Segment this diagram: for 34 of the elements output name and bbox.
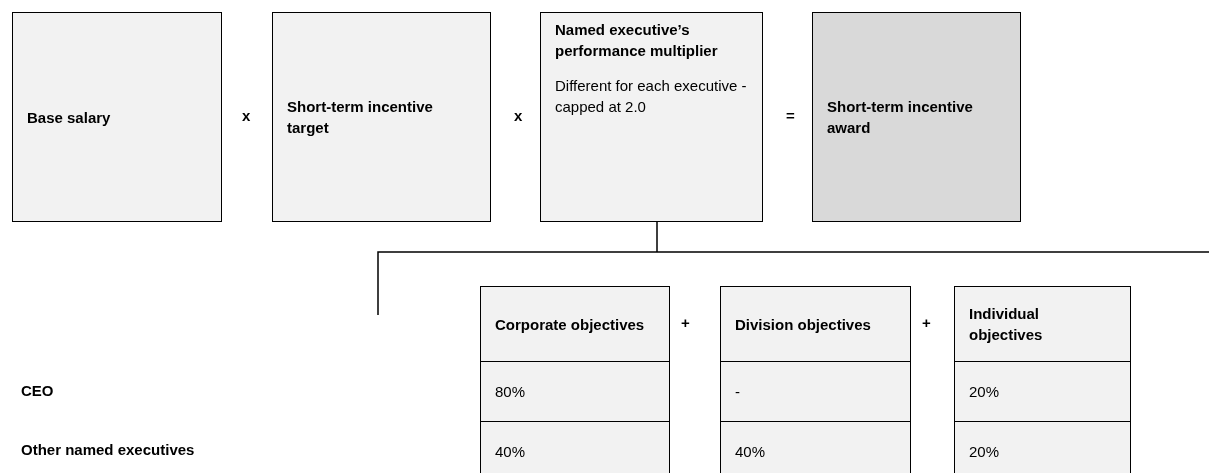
cell-value: 20% xyxy=(969,441,1001,462)
row-label: CEO xyxy=(21,382,54,399)
box-description: Different for each executive - capped at 2.0 xyxy=(555,76,748,117)
box-heading: Short-term incentive award xyxy=(827,97,974,138)
table-header-cell xyxy=(720,286,911,362)
table-cell xyxy=(480,361,670,422)
box-heading: Division objectives xyxy=(735,314,872,335)
cell-value: - xyxy=(735,382,741,402)
box-heading: Named executive’s performance multiplier xyxy=(555,20,719,61)
table-cell xyxy=(720,361,911,422)
table-cell xyxy=(954,421,1131,473)
cell-value: 20% xyxy=(969,382,1001,402)
table-cell xyxy=(954,361,1131,422)
table-cell xyxy=(480,421,670,473)
table-header-cell xyxy=(480,286,670,362)
cell-value: 40% xyxy=(735,441,767,462)
process-box xyxy=(12,12,222,222)
process-box xyxy=(272,12,491,222)
box-heading: Base salary xyxy=(27,107,112,128)
process-box xyxy=(540,12,763,222)
box-heading: Individual objectives xyxy=(969,304,1044,345)
operator-sign: + xyxy=(922,314,931,331)
operator-sign: = xyxy=(786,107,795,124)
cell-value: 80% xyxy=(495,382,527,402)
box-heading: Short-term incentive target xyxy=(287,97,434,138)
operator-sign: x xyxy=(242,107,251,124)
cell-value: 40% xyxy=(495,441,527,462)
table-cell xyxy=(720,421,911,473)
row-label: Other named executives xyxy=(21,441,195,458)
table-header-cell xyxy=(954,286,1131,362)
operator-sign: + xyxy=(681,314,690,331)
operator-sign: x xyxy=(514,107,523,124)
box-heading: Corporate objectives xyxy=(495,314,646,335)
process-box xyxy=(812,12,1021,222)
